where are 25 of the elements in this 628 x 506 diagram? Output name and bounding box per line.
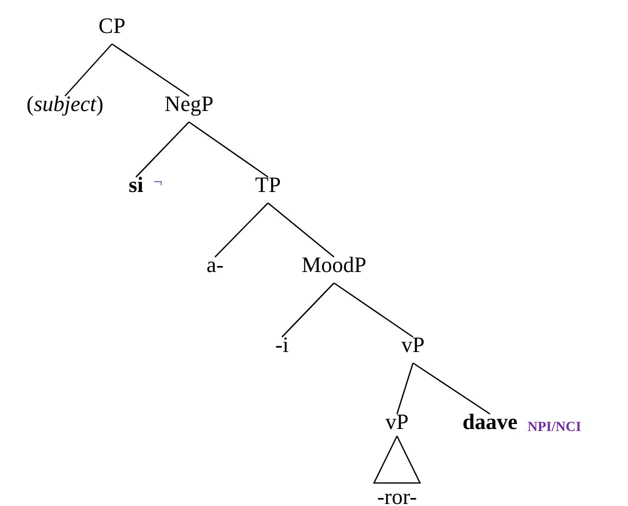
node-label: NegP: [164, 91, 214, 116]
node-label: vP: [385, 409, 409, 434]
tree-branch: [188, 121, 268, 178]
node-label: TP: [255, 172, 281, 197]
tree-branch: [334, 282, 414, 338]
triangle-roof: [372, 434, 422, 484]
node-label: vP: [401, 332, 425, 357]
node-label: daave: [462, 409, 518, 434]
tree-branch: [282, 282, 334, 338]
tree-branch: [268, 202, 334, 258]
node-label: MoodP: [302, 252, 366, 277]
node-label: -i: [275, 332, 289, 357]
node-label: si: [128, 172, 144, 197]
tree-branch: [112, 43, 190, 97]
tree-branch: [136, 122, 190, 178]
node-label: a-: [206, 252, 224, 277]
node-label: (subject): [26, 91, 104, 116]
feature-annotation: ¬: [153, 173, 162, 193]
tree-branch: [396, 362, 414, 414]
tree-branch: [64, 44, 112, 96]
tree-branch: [214, 202, 268, 258]
feature-annotation: NPI/NCI: [528, 419, 582, 437]
node-label: CP: [98, 13, 126, 38]
tree-branch: [412, 362, 490, 415]
node-label: -ror-: [377, 484, 417, 506]
